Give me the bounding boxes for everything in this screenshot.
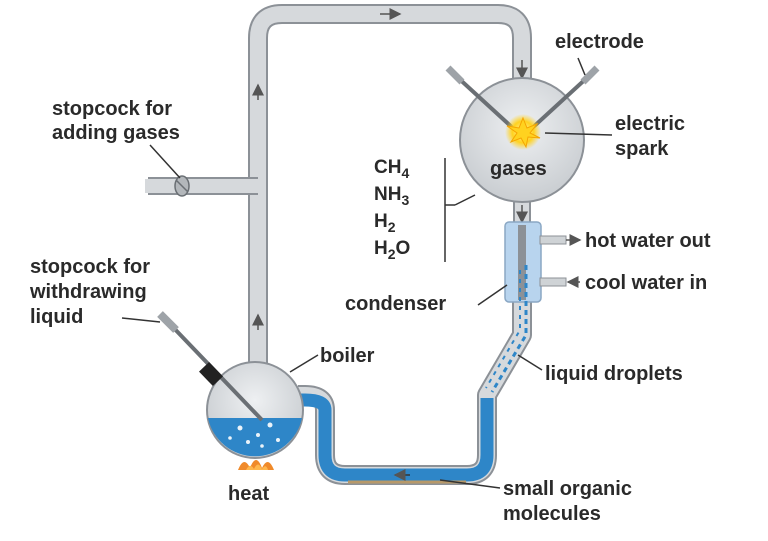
- small-organic-label-line1: small organic: [503, 478, 632, 500]
- condenser: [485, 221, 582, 393]
- cool-water-in-label: cool water in: [585, 272, 707, 294]
- flame-icon: [238, 460, 274, 470]
- boiler: [157, 311, 304, 459]
- electrode-label: electrode: [555, 31, 644, 53]
- stopcock-withdraw-label-line2: withdrawing: [29, 281, 147, 303]
- formula-h2o: H2O: [374, 238, 410, 262]
- electric-spark-label-line1: electric: [615, 113, 685, 135]
- stopcock-withdraw-label-line1: stopcock for: [30, 256, 150, 278]
- formula-h2: H2: [374, 211, 396, 235]
- leader-lines: [121, 57, 613, 489]
- gases-label: gases: [490, 158, 547, 180]
- stopcock-withdraw-label-line3: liquid: [30, 306, 83, 328]
- stopcock-adding-label-line1: stopcock for: [52, 98, 172, 120]
- boiler-label: boiler: [320, 345, 375, 367]
- stopcock-adding-label-line2: adding gases: [52, 122, 180, 144]
- right-electrode: [528, 73, 592, 132]
- heat-label: heat: [228, 483, 269, 505]
- condenser-label: condenser: [345, 293, 446, 315]
- formula-ch4: CH4: [374, 157, 409, 181]
- liquid-droplets-label: liquid droplets: [545, 363, 683, 385]
- small-organic-label-line2: molecules: [503, 503, 601, 525]
- hot-water-out-label: hot water out: [585, 230, 711, 252]
- electric-spark-label-line2: spark: [615, 138, 669, 160]
- left-electrode: [453, 73, 517, 132]
- spark-flask: gases: [445, 65, 600, 203]
- stopcock-adding-gases-icon: [174, 175, 190, 197]
- gas-formula-list: CH4 NH3 H2 H2O: [374, 157, 410, 262]
- formula-nh3: NH3: [374, 184, 409, 208]
- flow-arrows: [252, 8, 528, 481]
